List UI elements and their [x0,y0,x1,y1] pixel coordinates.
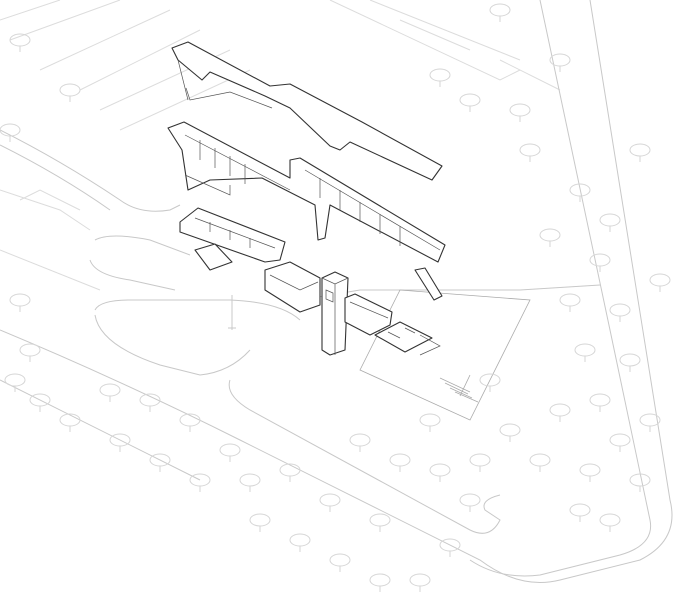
tree-icon [499,423,521,437]
tree-icon [9,293,31,307]
tree-icon [239,473,261,487]
tree-icon [599,213,621,227]
tree-icon [599,513,621,527]
lower-wing [179,207,286,271]
tree-icon [219,443,241,457]
tree-icon [559,293,581,307]
roof-slab [171,41,443,181]
trees [0,3,671,592]
tree-icon [579,463,601,477]
stair [414,267,443,301]
main-floor [167,121,446,263]
tree-icon [574,343,596,357]
tree-icon [459,493,481,507]
tree-icon [459,93,481,107]
tree-icon [0,123,21,137]
tree-icon [619,353,641,367]
tree-icon [249,513,271,527]
east-block [344,293,441,356]
tree-icon [19,343,41,357]
tree-icon [469,453,491,467]
tree-icon [369,513,391,527]
tree-icon [489,3,511,17]
tree-icon [419,413,441,427]
tree-icon [4,373,26,387]
tree-icon [389,453,411,467]
tree-icon [629,473,651,487]
tree-icon [429,463,451,477]
tree-icon [349,433,371,447]
tree-icon [589,393,611,407]
tree-icon [289,533,311,547]
tree-icon [279,463,301,477]
tree-icon [609,433,631,447]
tree-icon [509,103,531,117]
tree-icon [59,413,81,427]
tree-icon [409,573,431,587]
tree-icon [519,143,541,157]
tree-icon [609,303,631,317]
tree-icon [629,143,651,157]
tree-icon [329,553,351,567]
gallery-block [264,261,321,313]
tree-icon [589,253,611,267]
tree-icon [99,383,121,397]
tree-icon [59,83,81,97]
tree-icon [549,403,571,417]
tree-icon [319,493,341,507]
tree-icon [539,228,561,242]
tree-icon [529,453,551,467]
tree-icon [649,273,671,287]
tree-icon [429,68,451,82]
tower [321,271,349,356]
tree-icon [369,573,391,587]
tree-icon [569,503,591,517]
context-blocks [0,0,561,291]
tree-icon [9,33,31,47]
